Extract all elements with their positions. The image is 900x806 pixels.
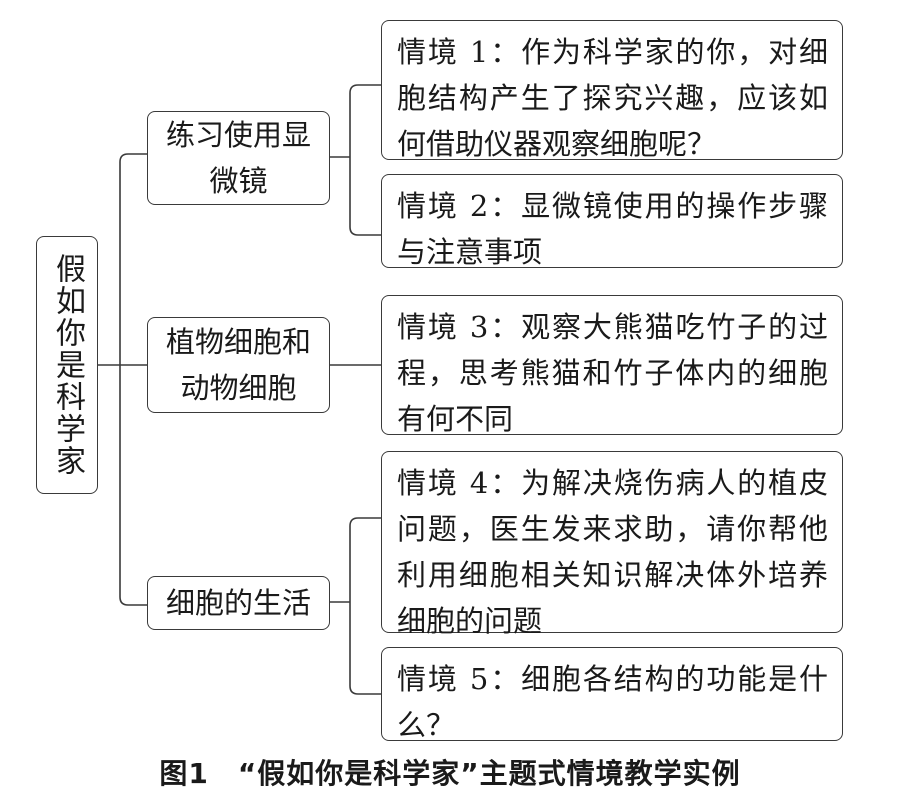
situation-node-1: 情境 1：作为科学家的你，对细胞结构产生了探究兴趣，应该如何借助仪器观察细胞呢？ xyxy=(381,20,843,161)
branch-label: 植物细胞和动物细胞 xyxy=(165,325,311,405)
branch-label: 练习使用显微镜 xyxy=(165,118,311,198)
connector-branch-1-bracket xyxy=(349,84,381,236)
situation-text: 情境 1：作为科学家的你，对细胞结构产生了探究兴趣，应该如何借助仪器观察细胞呢？ xyxy=(397,35,828,161)
situation-text: 情境 2：显微镜使用的操作步骤与注意事项 xyxy=(397,189,828,269)
branch-label: 细胞的生活 xyxy=(165,586,311,620)
figure-caption: 图1 “假如你是科学家”主题式情境教学实例 xyxy=(159,757,741,790)
branch-node-cell-life: 细胞的生活 xyxy=(147,576,330,630)
situation-node-2: 情境 2：显微镜使用的操作步骤与注意事项 xyxy=(381,174,843,269)
root-label: 假如你是科学家 xyxy=(50,253,85,477)
branch-node-cells: 植物细胞和动物细胞 xyxy=(147,317,330,413)
situation-node-3: 情境 3：观察大熊猫吃竹子的过程，思考熊猫和竹子体内的细胞有何不同 xyxy=(381,295,843,436)
situation-node-5: 情境 5：细胞各结构的功能是什么？ xyxy=(381,647,843,742)
connector-branch-3-bracket xyxy=(349,517,381,695)
root-node: 假如你是科学家 xyxy=(36,236,98,494)
branch-node-microscope: 练习使用显微镜 xyxy=(147,111,330,205)
situation-node-4: 情境 4：为解决烧伤病人的植皮问题，医生发来求助，请你帮他利用细胞相关知识解决体… xyxy=(381,451,843,638)
situation-text: 情境 4：为解决烧伤病人的植皮问题，医生发来求助，请你帮他利用细胞相关知识解决体… xyxy=(397,466,828,638)
situation-text: 情境 3：观察大熊猫吃竹子的过程，思考熊猫和竹子体内的细胞有何不同 xyxy=(397,310,828,436)
connector-trunk xyxy=(119,153,147,606)
situation-text: 情境 5：细胞各结构的功能是什么？ xyxy=(397,662,828,742)
